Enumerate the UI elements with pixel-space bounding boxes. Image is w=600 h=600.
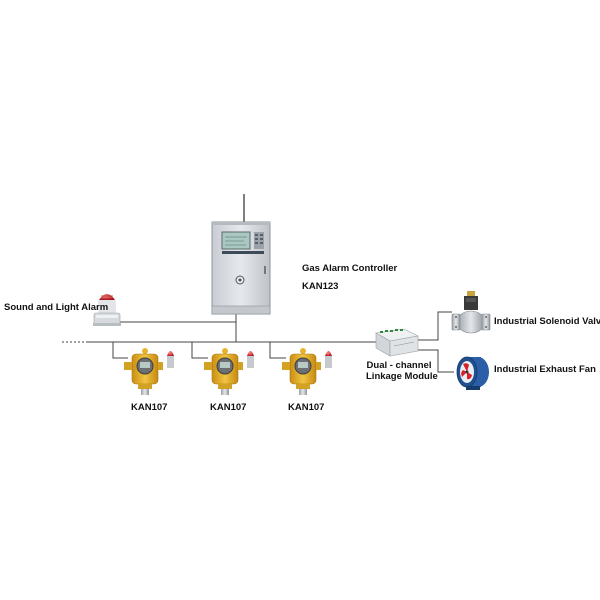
detector-1-model-label: KAN107 [131, 402, 168, 413]
detector-2-model-label: KAN107 [210, 402, 247, 413]
alarm-label: Sound and Light Alarm [4, 302, 109, 313]
exhaust-fan-icon [456, 356, 489, 390]
linkage-module-icon [375, 328, 419, 357]
exhaust-fan-label: Industrial Exhaust Fan [494, 364, 596, 375]
gas-detector-3-icon [282, 348, 332, 395]
linkage-module-label-line2: Linkage Module [366, 371, 438, 382]
controller-lock-icon [264, 266, 266, 274]
gas-detector-2-icon [204, 348, 254, 395]
detector-3-model-label: KAN107 [288, 402, 325, 413]
solenoid-valve-icon [451, 291, 491, 334]
fan-wire [418, 349, 454, 373]
solenoid-valve-label: Industrial Solenoid Valve [494, 316, 600, 327]
wiring [62, 311, 454, 373]
controller-lcd-screen [221, 231, 251, 250]
valve-wire [418, 311, 452, 341]
controller-title-label: Gas Alarm Controller [302, 263, 398, 274]
gas-alarm-controller [211, 194, 271, 315]
controller-logo-icon [235, 275, 245, 285]
detector2-wire [191, 342, 208, 359]
gas-detector-1-icon [124, 348, 174, 395]
controller-keypad-icon [254, 232, 264, 249]
sound-light-alarm-beacon-icon [93, 294, 121, 326]
linkage-module-label-line1: Dual - channel [366, 360, 432, 371]
controller-model-label: KAN123 [302, 281, 339, 292]
detector3-wire [269, 342, 286, 359]
detector1-wire [112, 342, 128, 359]
